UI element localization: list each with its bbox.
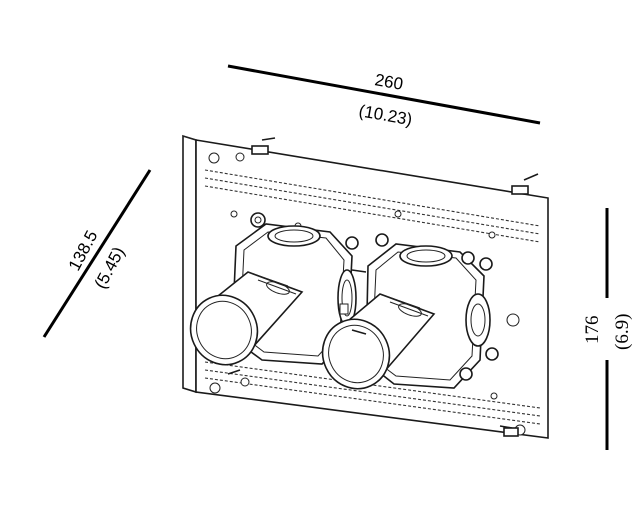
height-dimension: 176 (6.9) [582,208,633,450]
width-dimension: 260 (10.23) [227,64,541,129]
mounting-plate-side [182,134,197,394]
depth-mm-label: 138.5 [65,227,102,273]
width-mm-label: 260 [373,70,404,94]
width-dimension-line [227,64,541,125]
width-inch-label: (10.23) [357,101,413,129]
depth-dimension: 138.5 (5.45) [42,169,152,338]
concealed-valve-body-icon [182,134,549,439]
height-inch-label: (6.9) [612,314,633,350]
cartridge-sleeve-right [321,293,436,390]
height-mm-label: 176 [582,316,603,345]
cartridge-sleeve-left [189,271,304,366]
plate-rails [204,169,541,425]
body-connector [339,269,367,335]
mounting-bolt-icon [227,137,539,437]
depth-inch-label: (5.45) [91,244,129,292]
depth-dimension-line [42,169,152,338]
